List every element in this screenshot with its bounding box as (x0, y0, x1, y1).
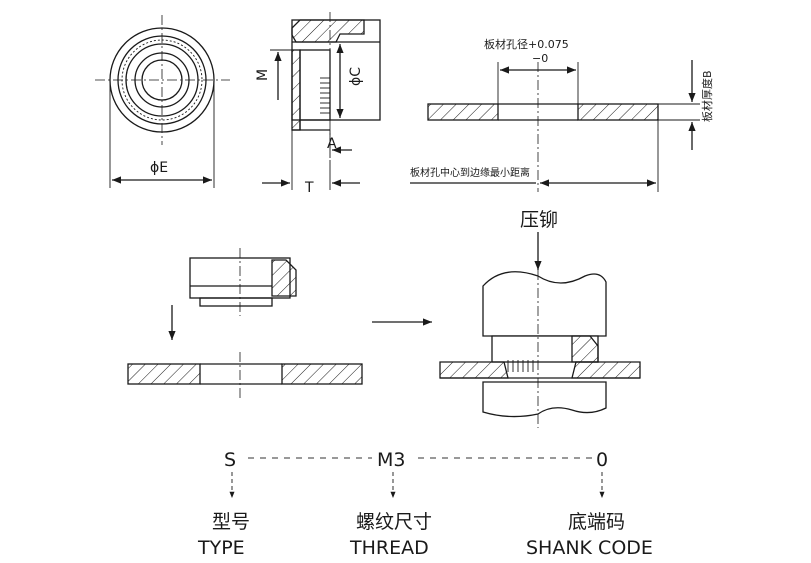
sheet-hole-detail (410, 60, 700, 192)
press-label: 压铆 (520, 209, 558, 231)
code-shank: 0 (596, 449, 608, 471)
dim-diameter-e: ϕE (150, 160, 168, 176)
edge-distance-label: 板材孔中心到边缘最小距离 (410, 166, 530, 179)
code-type-label-en: TYPE (197, 537, 245, 559)
nut-before-install (189, 248, 297, 316)
sheet-thickness-label: 板材厚度B (700, 70, 714, 122)
code-thread-label-en: THREAD (349, 537, 429, 559)
dim-thread-m: M (255, 69, 271, 81)
code-type-label-cn: 型号 (212, 511, 250, 533)
side-section-view (262, 12, 381, 190)
code-type: S (224, 449, 236, 471)
top-view (95, 15, 230, 188)
code-shank-label-cn: 底端码 (568, 511, 625, 533)
dim-diameter-c: ϕC (348, 67, 364, 86)
hole-tolerance-label: 板材孔径+0.075 (484, 37, 569, 51)
code-shank-label-en: SHANK CODE (526, 537, 653, 559)
sheet-before-install (127, 352, 363, 398)
hole-tolerance-lower: −0 (532, 52, 548, 65)
dim-thickness-t: T (304, 180, 314, 196)
dim-length-a: A (327, 136, 337, 152)
press-assembly (439, 270, 641, 428)
code-thread: M3 (377, 449, 405, 471)
code-thread-label-cn: 螺纹尺寸 (356, 511, 432, 533)
